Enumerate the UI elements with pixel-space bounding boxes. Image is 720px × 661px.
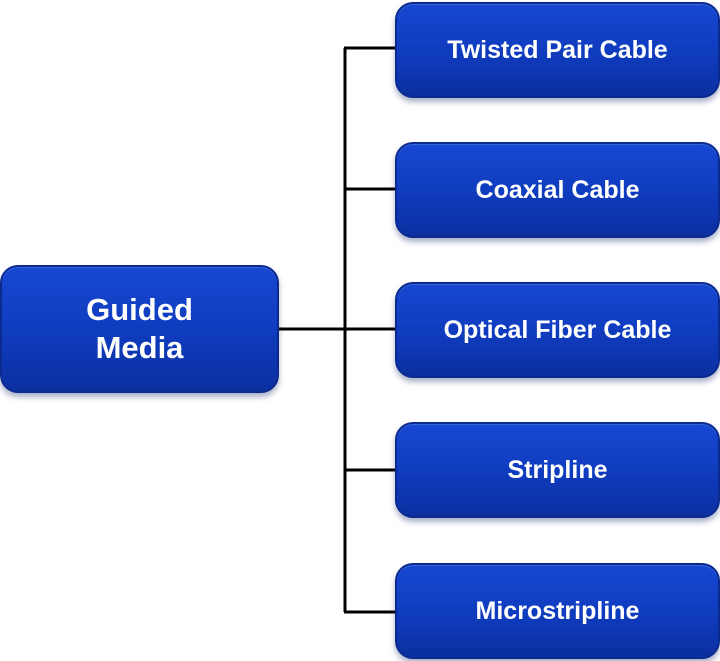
node-twisted-pair-cable: Twisted Pair Cable [395,2,720,98]
node-coaxial-cable: Coaxial Cable [395,142,720,238]
node-label: Twisted Pair Cable [447,35,668,64]
root-node-guided-media: Guided Media [0,265,279,393]
node-label: Coaxial Cable [475,175,640,204]
node-label: Optical Fiber Cable [443,315,672,344]
root-node-label: Guided Media [86,292,193,365]
node-optical-fiber-cable: Optical Fiber Cable [395,282,720,378]
node-microstripline: Microstripline [395,563,720,659]
node-stripline: Stripline [395,422,720,518]
node-label: Microstripline [475,596,640,625]
node-label: Stripline [507,455,608,484]
